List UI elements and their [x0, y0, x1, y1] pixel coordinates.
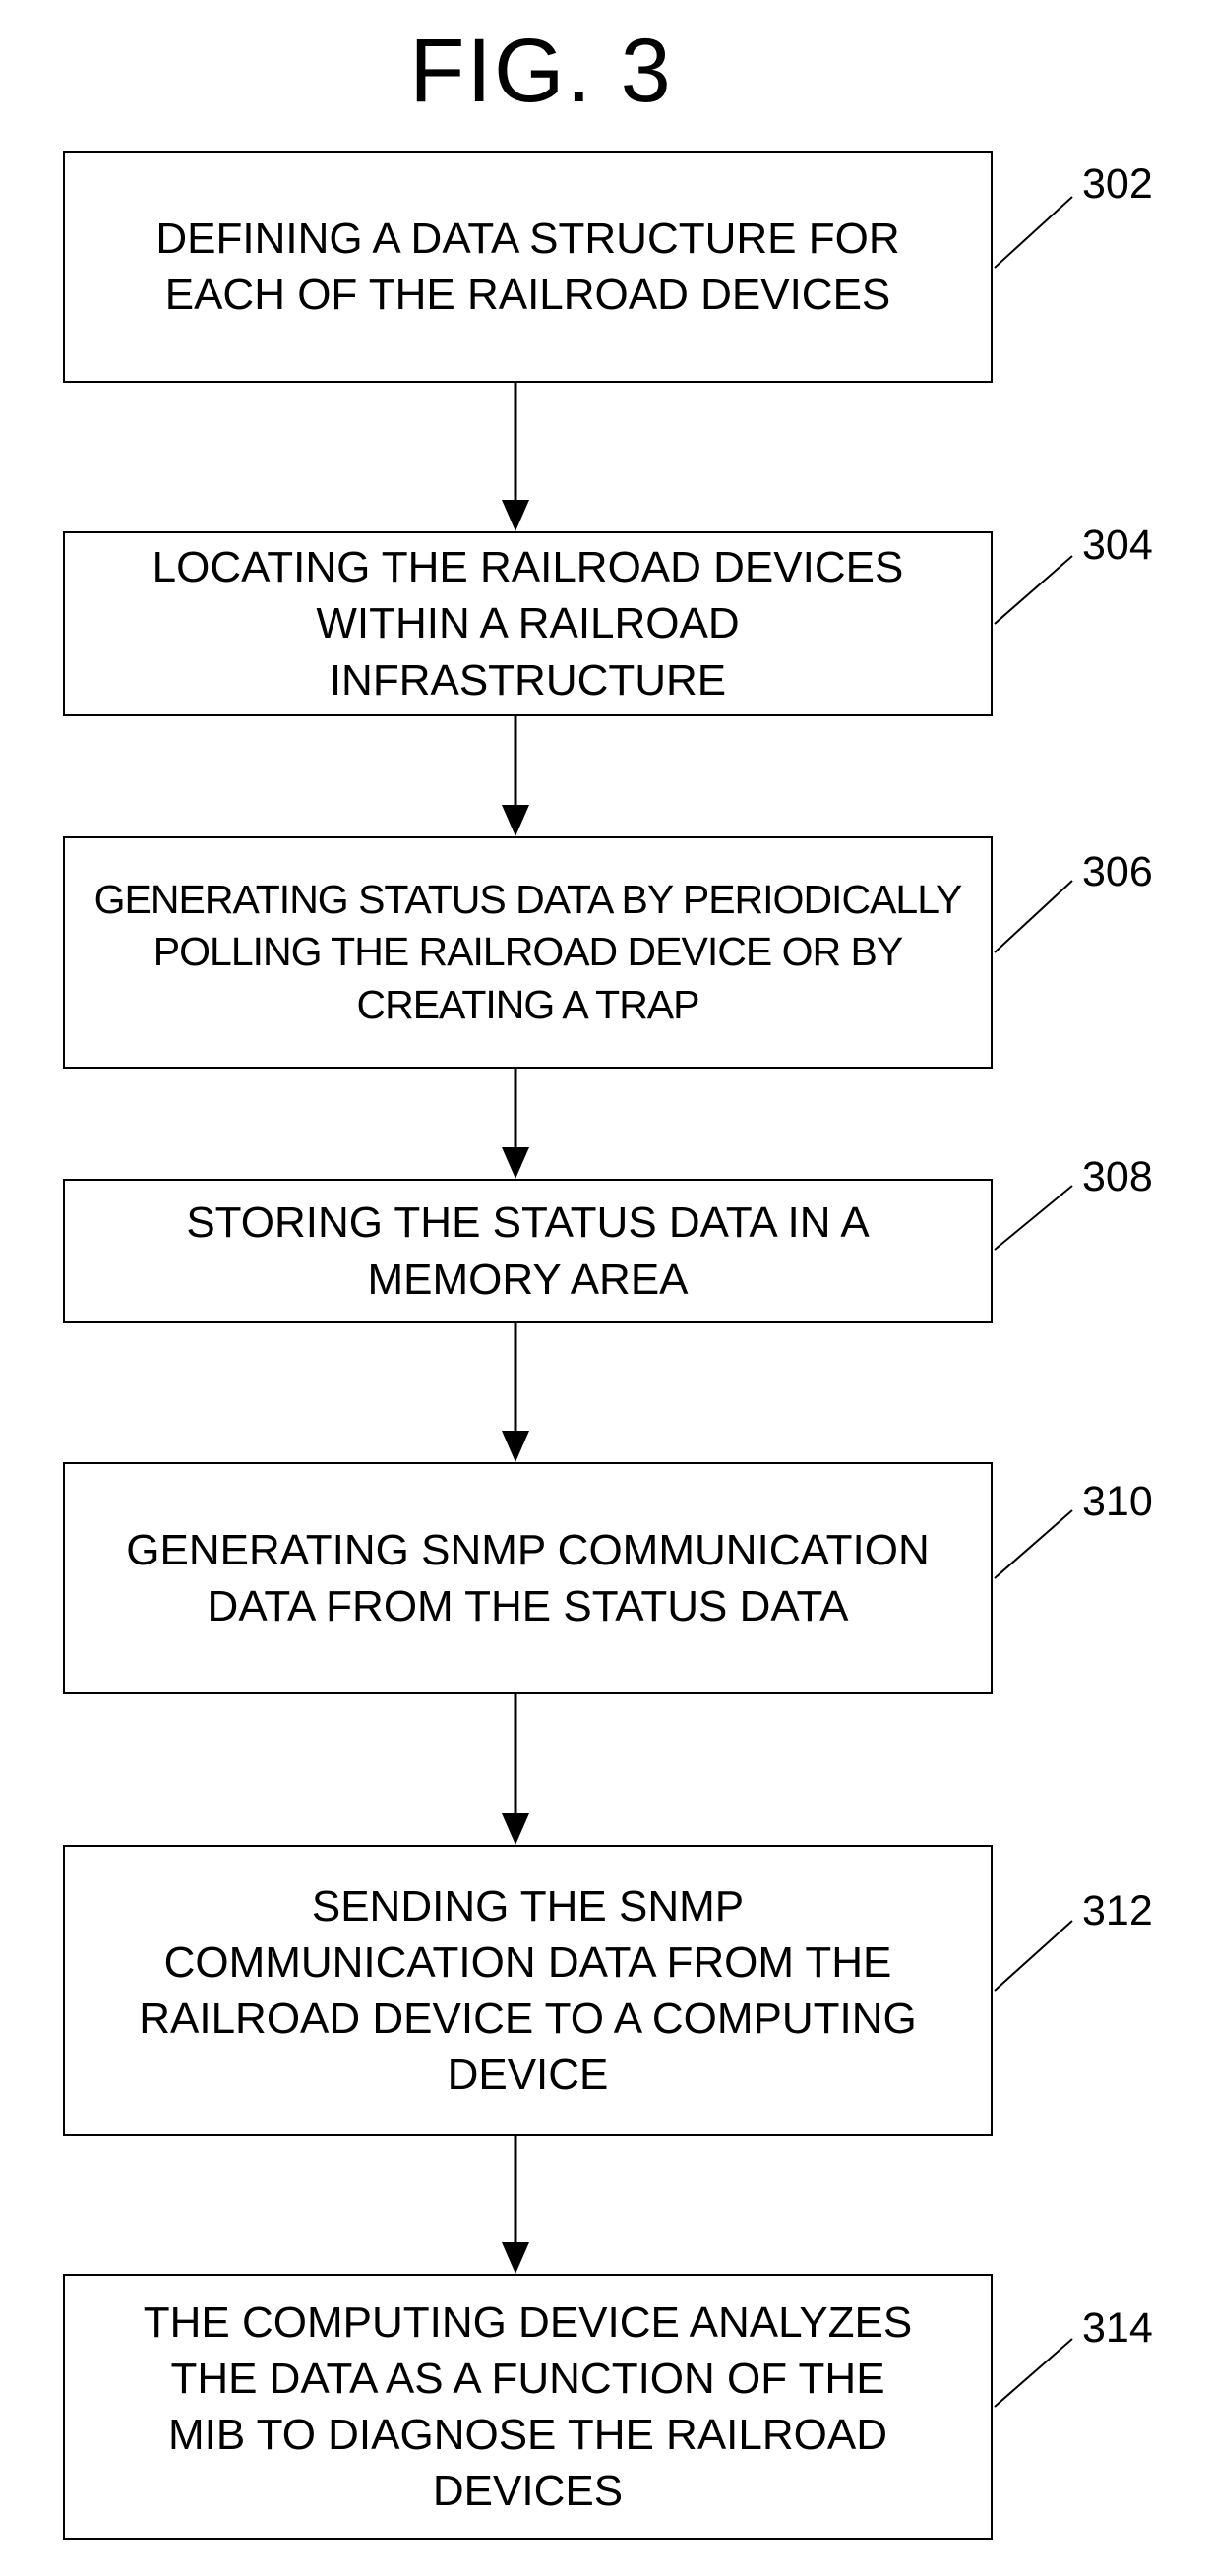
leader-line-312	[995, 1921, 1072, 1991]
leader-line-306	[995, 881, 1072, 952]
leader-line-308	[995, 1186, 1072, 1250]
arrowhead-302-304	[502, 500, 529, 531]
leader-line-314	[995, 2339, 1072, 2407]
leader-line-302	[995, 197, 1072, 268]
arrowhead-304-306	[502, 805, 529, 836]
arrowhead-306-308	[502, 1147, 529, 1179]
leader-line-310	[995, 1510, 1072, 1578]
arrowhead-310-312	[502, 1813, 529, 1845]
leader-line-304	[995, 556, 1072, 624]
arrowhead-312-314	[502, 2242, 529, 2274]
arrowhead-308-310	[502, 1431, 529, 1462]
